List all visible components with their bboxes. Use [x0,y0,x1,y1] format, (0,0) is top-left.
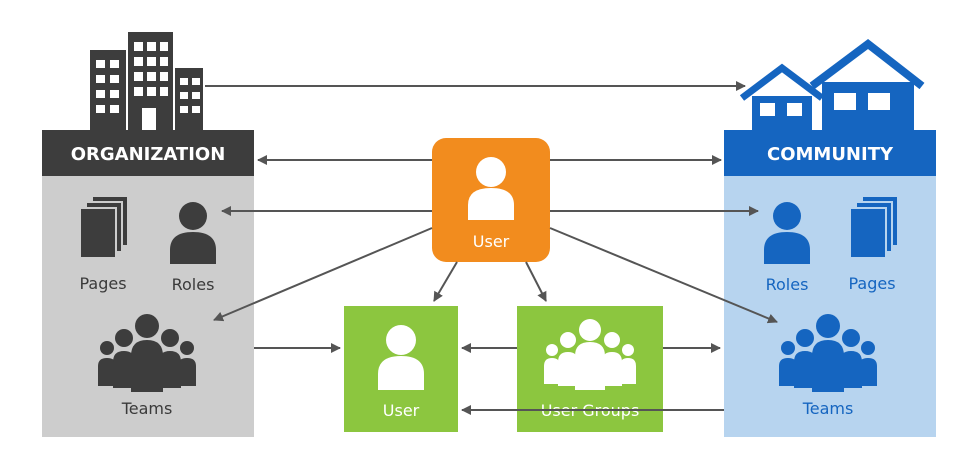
community-column: COMMUNITY Roles Pages Teams [724,38,936,437]
community-roles-label: Roles [766,275,809,294]
organization-panel [42,176,254,437]
arrow-user-to-green-user [433,261,458,302]
community-pages-label: Pages [848,274,895,293]
role-icon [170,202,216,264]
organization-title: ORGANIZATION [71,144,226,165]
community-header [724,130,936,176]
organization-header [42,130,254,176]
organization-column: ORGANIZATION Pages Roles Teams [42,32,254,437]
org-teams-label: Teams [121,399,173,418]
arrow-user-to-community-teams [549,227,778,324]
user-node-top: User [432,138,550,262]
user-node-bottom: User [344,306,458,432]
user-top-label: User [473,232,510,251]
user-icon [378,325,424,390]
community-title: COMMUNITY [767,144,894,165]
user-icon [468,157,514,220]
community-panel [724,176,936,437]
role-icon [764,202,810,264]
connector-arrows [205,81,778,415]
team-icon [98,314,196,392]
arrow-user-to-user-groups [525,261,547,302]
user-bottom-label: User [383,401,420,420]
team-icon [779,314,877,392]
community-teams-label: Teams [802,399,854,418]
building-icon [90,32,203,130]
user-groups-node: User Groups [517,306,663,432]
pages-icon [849,195,899,259]
houses-icon [739,38,925,130]
org-pages-label: Pages [79,274,126,293]
org-roles-label: Roles [172,275,215,294]
user-groups-icon [544,319,636,390]
pages-icon [79,195,129,259]
arrow-user-to-org-teams [213,227,433,322]
